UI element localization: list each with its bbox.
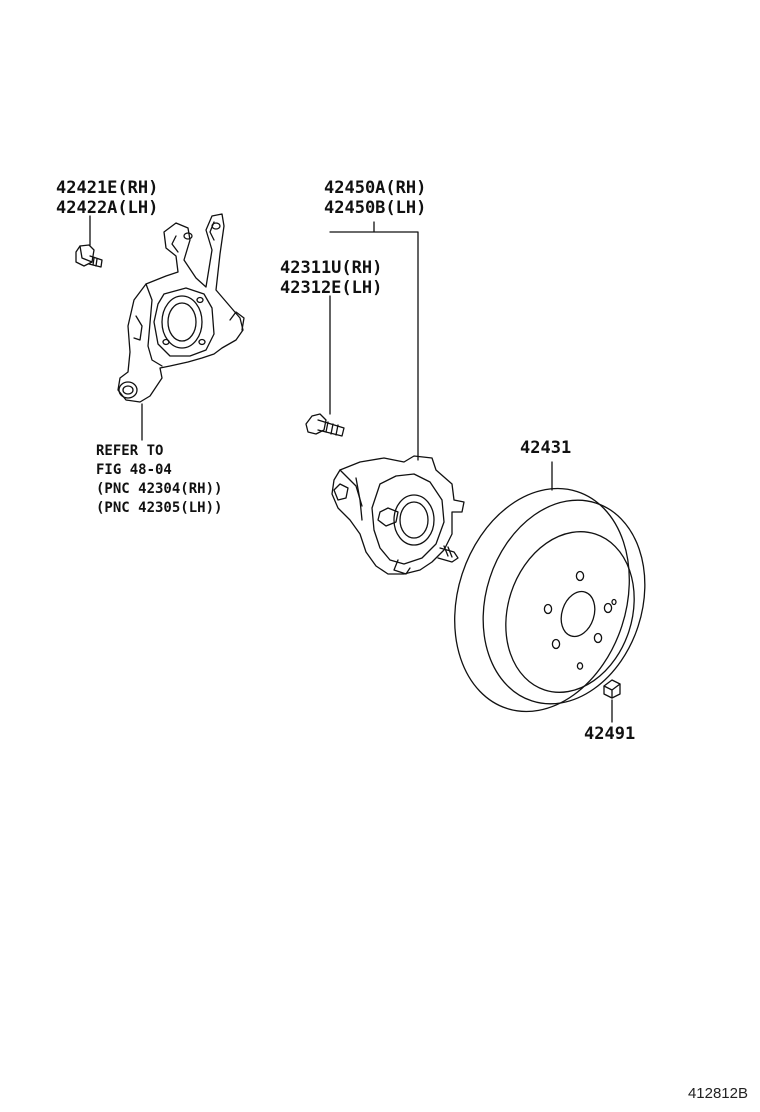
label-hub-bolt-lh: 42312E(LH) — [280, 278, 383, 298]
hub-bolt-part — [306, 414, 344, 436]
label-knuckle-bolt-lh: 42422A(LH) — [56, 198, 159, 218]
label-disc: 42431 — [520, 438, 572, 458]
label-hub-lh: 42450B(LH) — [324, 198, 427, 218]
plug-part — [604, 680, 620, 698]
label-knuckle-bolt-rh: 42421E(RH) — [56, 178, 159, 198]
figure-id: 412812B — [687, 1085, 748, 1102]
hub-assembly-part — [332, 456, 464, 574]
label-refer-line2: FIG 48-04 — [96, 462, 172, 478]
label-hub-bolt-rh: 42311U(RH) — [280, 258, 383, 278]
label-refer-line3: (PNC 42304(RH)) — [96, 481, 223, 497]
label-plug: 42491 — [584, 724, 636, 744]
knuckle-part — [118, 214, 244, 402]
disc-rotor-part — [427, 466, 670, 735]
label-refer-line4: (PNC 42305(LH)) — [96, 500, 223, 516]
knuckle-bolt-part — [76, 245, 102, 267]
leader-hub-bracket — [330, 222, 418, 460]
label-refer-line1: REFER TO — [96, 443, 164, 459]
label-hub-rh: 42450A(RH) — [324, 178, 427, 198]
